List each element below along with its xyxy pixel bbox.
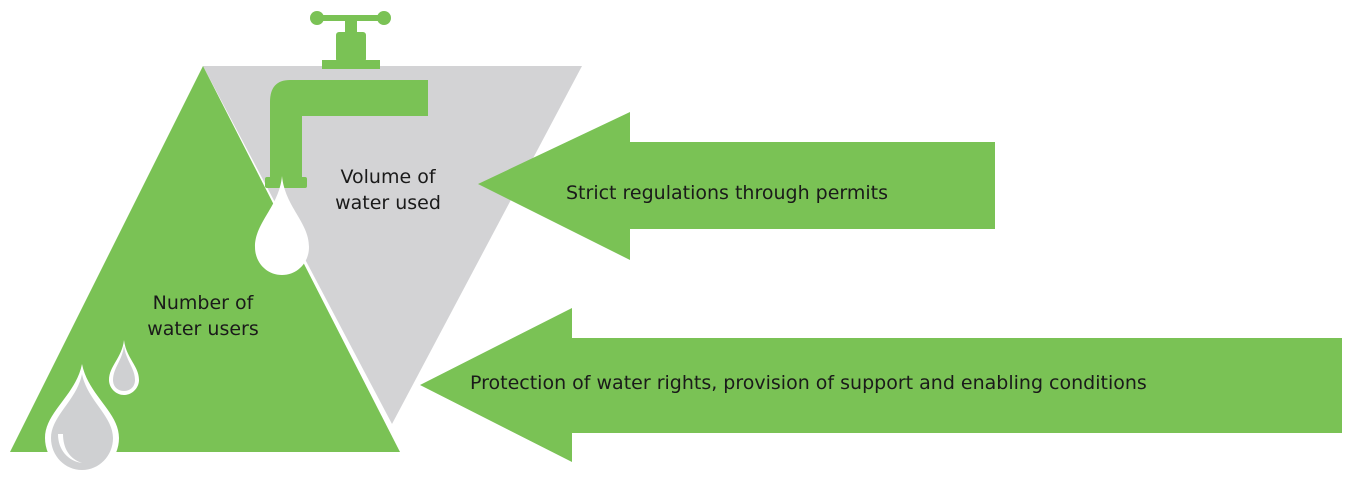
water-drop-icon (45, 364, 119, 476)
users-triangle (10, 66, 400, 452)
water-drop-icon (255, 176, 309, 275)
lower-arrow (420, 308, 1342, 462)
users-label-line2: water users (147, 318, 259, 340)
lower-arrow-label: Protection of water rights, provision of… (470, 372, 1147, 394)
volume-label: Volume of water used (318, 164, 458, 216)
volume-label-line2: water used (335, 192, 441, 214)
water-tap-icon (265, 11, 428, 188)
upper-arrow-label: Strict regulations through permits (566, 182, 889, 204)
water-drop-icon (109, 340, 139, 395)
upper-arrow (478, 112, 995, 260)
volume-label-line1: Volume of (340, 166, 436, 188)
users-label: Number of water users (128, 290, 278, 342)
users-label-line1: Number of (152, 292, 254, 314)
